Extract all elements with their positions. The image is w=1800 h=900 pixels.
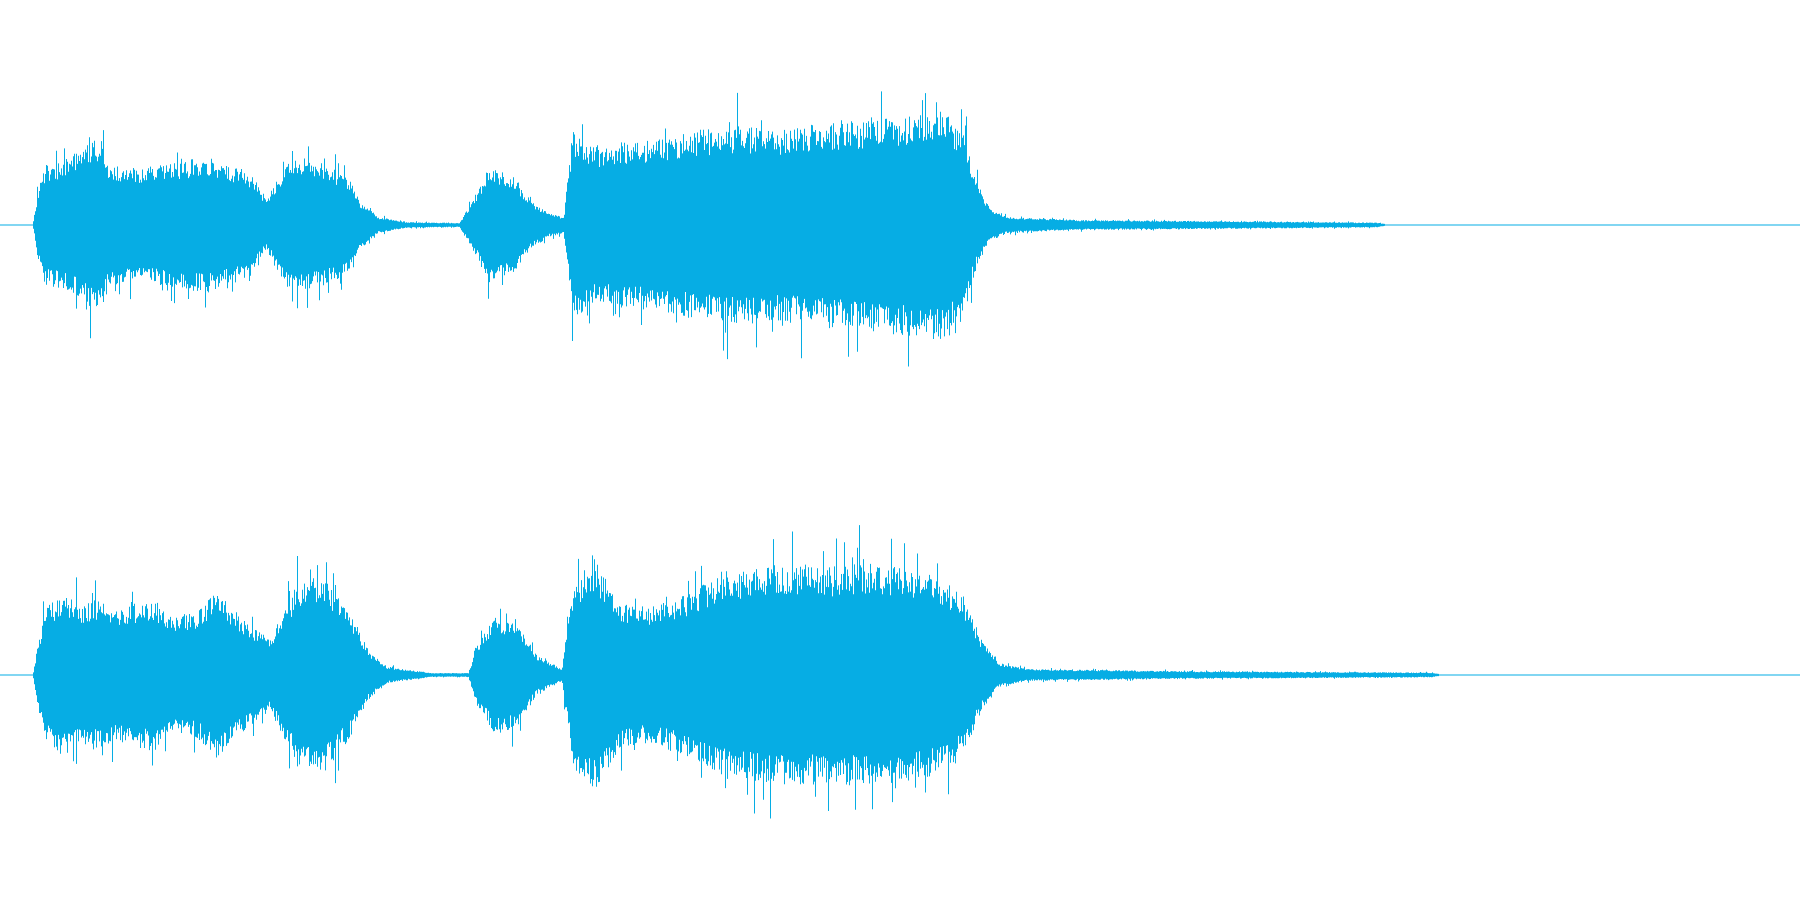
channel-1-waveform bbox=[33, 91, 1385, 367]
waveform-channel-1-plot bbox=[0, 91, 1800, 367]
waveform-channel-2-plot bbox=[0, 525, 1800, 819]
waveform-channel-1 bbox=[0, 91, 1800, 367]
channel-2-waveform bbox=[33, 525, 1439, 819]
waveform-channel-2 bbox=[0, 450, 1800, 900]
